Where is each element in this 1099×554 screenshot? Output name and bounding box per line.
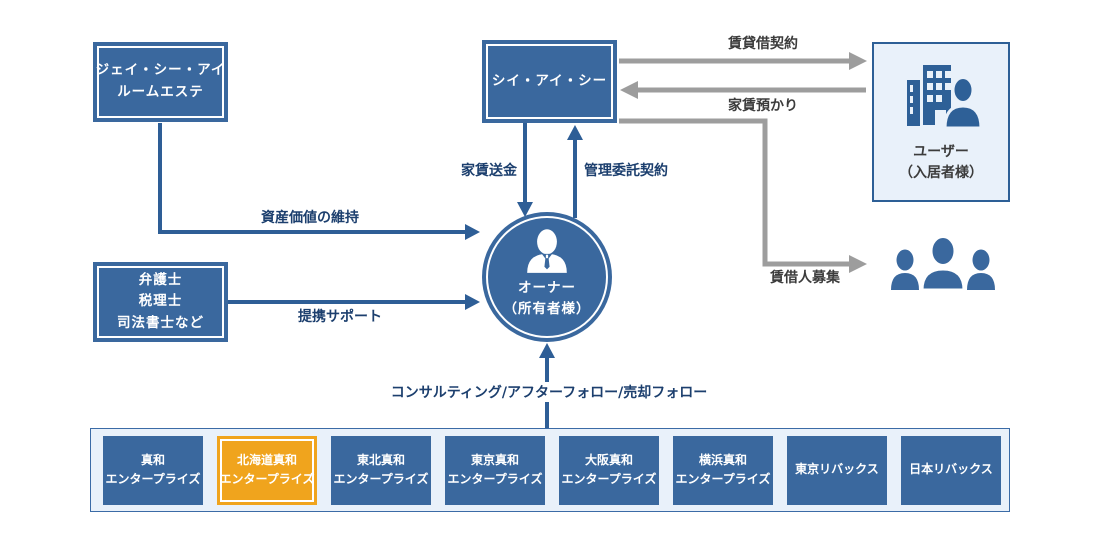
- edge-label-partnership-support: 提携サポート: [298, 309, 382, 325]
- edge-label-asset-value: 資産価値の維持: [261, 210, 359, 226]
- people-group-icon: [891, 235, 995, 292]
- node-lawyer-taxaccountant: 弁護士 税理士 司法書士など: [93, 262, 228, 342]
- cic-label: シイ・アイ・シー: [491, 72, 608, 89]
- jci-label: ジェイ・シー・アイ ルームエステ: [95, 62, 226, 100]
- owner-ring: [486, 216, 608, 338]
- company-yokohama-shinwa-enterprise: 横浜真和 エンタープライズ: [673, 435, 773, 505]
- node-owner: オーナー （所有者様）: [482, 212, 612, 342]
- company-shinwa-enterprise: 真和 エンタープライズ: [103, 435, 203, 505]
- node-user-resident: ユーザー （入居者様）: [872, 42, 1010, 202]
- node-jci-room-estate: ジェイ・シー・アイ ルームエステ: [93, 42, 228, 122]
- company-hokkaido-shinwa-enterprise: 北海道真和 エンタープライズ: [217, 435, 317, 505]
- group-companies-panel: 真和 エンタープライズ 北海道真和 エンタープライズ 東北真和 エンタープライズ…: [90, 428, 1010, 512]
- edge-label-lease-contract: 賃貸借契約: [728, 36, 798, 52]
- building-person-icon: [907, 63, 983, 130]
- edge-label-management-contract: 管理委託契約: [584, 163, 668, 179]
- company-osaka-shinwa-enterprise: 大阪真和 エンタープライズ: [559, 435, 659, 505]
- node-tenants: [888, 235, 998, 298]
- edge-label-consulting: コンサルティング/アフターフォロー/売却フォロー: [319, 382, 779, 402]
- edge-label-tenant-recruitment: 賃借人募集: [770, 270, 840, 286]
- edge-label-rent-remittance: 家賃送金: [461, 163, 517, 179]
- company-tohoku-shinwa-enterprise: 東北真和 エンタープライズ: [331, 435, 431, 505]
- node-cic: シイ・アイ・シー: [482, 40, 617, 123]
- lawyer-label: 弁護士 税理士 司法書士など: [117, 271, 204, 331]
- company-nihon-rebacks: 日本リバックス: [901, 435, 1001, 505]
- company-tokyo-shinwa-enterprise: 東京真和 エンタープライズ: [445, 435, 545, 505]
- company-tokyo-rebacks: 東京リバックス: [787, 435, 887, 505]
- user-label: ユーザー （入居者様）: [899, 144, 983, 181]
- edge-label-rent-deposit: 家賃預かり: [728, 98, 798, 114]
